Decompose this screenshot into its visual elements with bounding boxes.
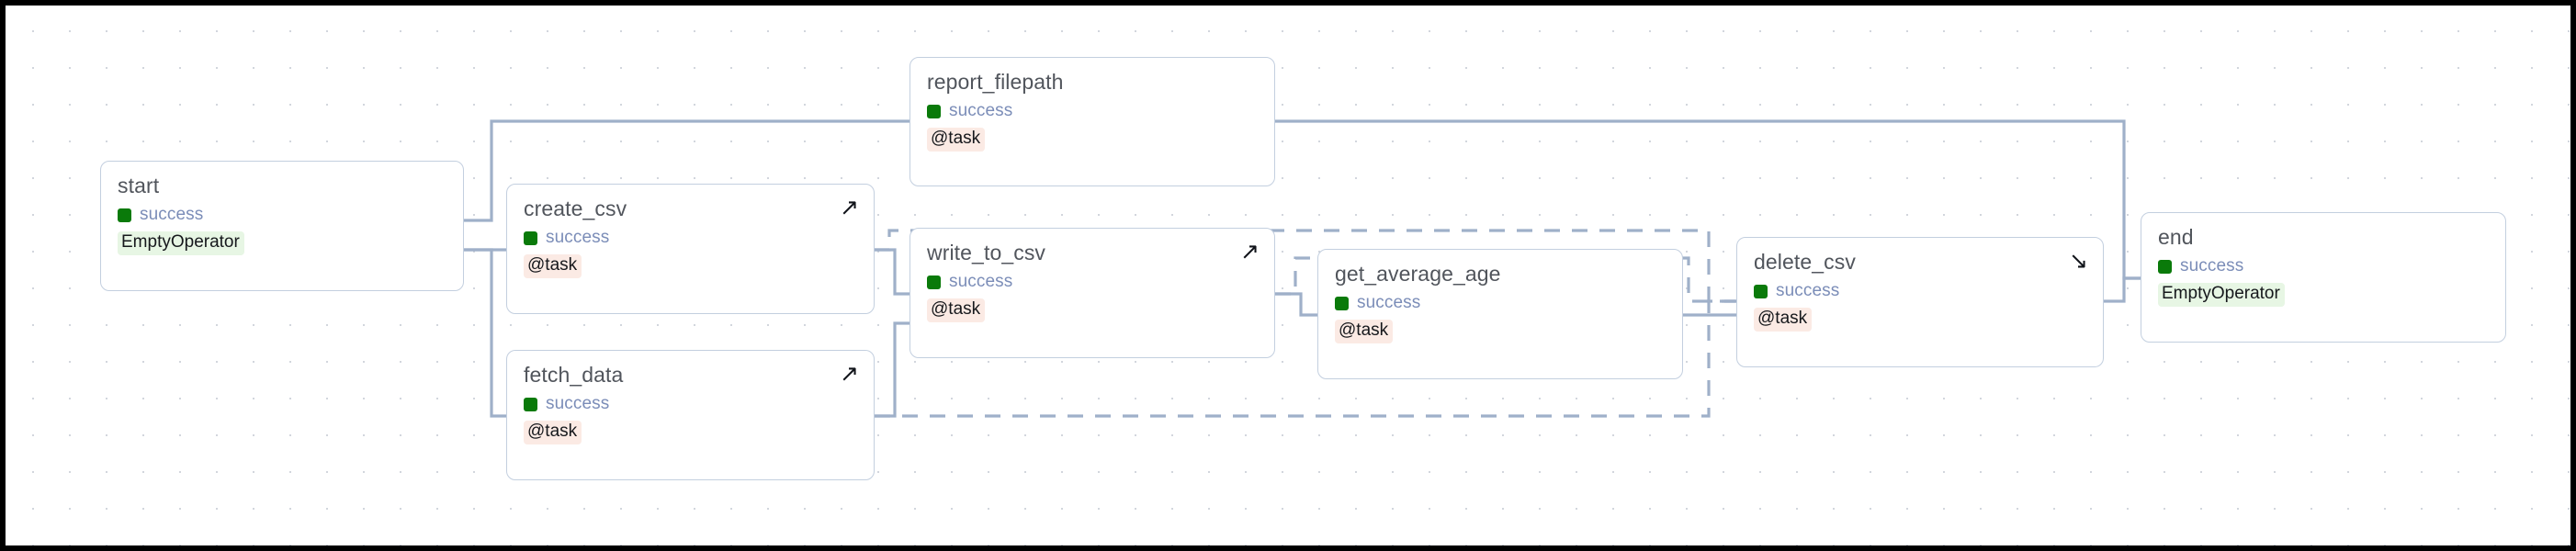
node-state-label: success — [949, 101, 1013, 121]
edge-write_to_csv-get_average_age — [1275, 292, 1317, 317]
node-state-label: success — [546, 394, 610, 414]
node-state-label: success — [1357, 293, 1421, 313]
node-operator-badge: EmptyOperator — [2158, 283, 2285, 307]
node-state-label: success — [140, 205, 204, 225]
node-write_to_csv[interactable]: write_to_csv ↗ success @task — [910, 228, 1275, 358]
node-operator-badge: @task — [524, 254, 582, 278]
node-get_average_age[interactable]: get_average_age success @task — [1317, 249, 1683, 379]
node-state: success — [1335, 293, 1666, 313]
node-start[interactable]: start success EmptyOperator — [100, 161, 464, 291]
node-state: success — [524, 228, 857, 248]
status-success-icon — [118, 208, 131, 222]
status-success-icon — [927, 275, 941, 289]
graph-canvas[interactable]: start success EmptyOperator create_csv ↗… — [6, 6, 2570, 545]
node-state-label: success — [1776, 281, 1840, 301]
node-operator-badge: @task — [1754, 308, 1813, 332]
edge-create_csv-write_to_csv — [875, 248, 910, 296]
node-report_filepath[interactable]: report_filepath success @task — [910, 57, 1275, 186]
node-title: create_csv — [524, 197, 627, 220]
node-title: delete_csv — [1754, 250, 1856, 274]
node-state: success — [524, 394, 857, 414]
edge-fetch_data-write_to_csv — [875, 321, 910, 418]
expand-arrow-icon[interactable]: ↗ — [1240, 238, 1260, 264]
status-success-icon — [927, 104, 941, 118]
node-end[interactable]: end success EmptyOperator — [2141, 212, 2506, 343]
node-title: start — [118, 174, 160, 197]
expand-arrow-icon[interactable]: ↗ — [840, 194, 859, 220]
node-state: success — [1754, 281, 2086, 301]
node-title: end — [2158, 225, 2194, 249]
status-success-icon — [524, 397, 537, 411]
expand-arrow-icon[interactable]: ↗ — [840, 360, 859, 387]
node-state: success — [2158, 256, 2489, 276]
node-state-label: success — [2180, 256, 2244, 276]
node-title: write_to_csv — [927, 241, 1046, 264]
status-success-icon — [1754, 284, 1768, 298]
status-success-icon — [2158, 259, 2172, 274]
edge-start-fetch_data — [464, 248, 506, 418]
node-title: report_filepath — [927, 70, 1064, 94]
node-state-label: success — [949, 272, 1013, 292]
node-create_csv[interactable]: create_csv ↗ success @task — [506, 184, 875, 314]
node-state: success — [118, 205, 446, 225]
node-operator-badge: @task — [524, 421, 582, 444]
node-delete_csv[interactable]: delete_csv ↘ success @task — [1736, 237, 2104, 367]
node-operator-badge: EmptyOperator — [118, 231, 244, 255]
node-fetch_data[interactable]: fetch_data ↗ success @task — [506, 350, 875, 480]
status-success-icon — [1335, 296, 1349, 310]
node-state-label: success — [546, 228, 610, 248]
node-state: success — [927, 272, 1258, 292]
status-success-icon — [524, 231, 537, 245]
node-operator-badge: @task — [927, 128, 986, 152]
edge-delete_csv-end — [2104, 276, 2141, 303]
node-title: get_average_age — [1335, 262, 1501, 286]
node-state: success — [927, 101, 1258, 121]
collapse-arrow-icon[interactable]: ↘ — [2069, 247, 2088, 274]
node-title: fetch_data — [524, 363, 624, 387]
node-operator-badge: @task — [1335, 320, 1394, 343]
node-operator-badge: @task — [927, 298, 986, 322]
